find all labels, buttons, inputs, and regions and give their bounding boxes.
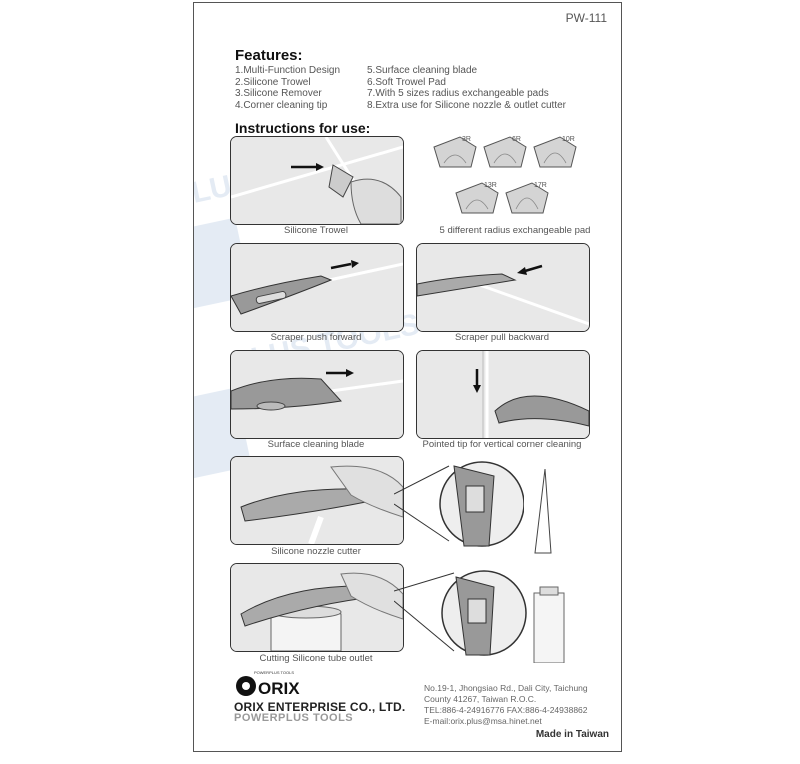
- pad-label: 10R: [562, 136, 575, 143]
- company-address: No.19-1, Jhongsiao Rd., Dali City, Taich…: [424, 683, 588, 727]
- surface-blade-illustration: [230, 350, 404, 439]
- trowel-illustration: [230, 136, 404, 225]
- feature-item: 8.Extra use for Silicone nozzle & outlet…: [367, 99, 566, 111]
- feature-item: 2.Silicone Trowel: [235, 76, 311, 88]
- instructions-heading: Instructions for use:: [235, 120, 371, 136]
- caption-trowel: Silicone Trowel: [284, 225, 348, 236]
- nozzle-cutter-illustration: [230, 456, 404, 545]
- instruction-sheet: PLUS TOOLS PLUS TOOLS PW-111 Features: 1…: [193, 2, 622, 752]
- feature-item: 1.Multi-Function Design: [235, 65, 341, 76]
- caption-corner: Pointed tip for vertical corner cleaning: [422, 439, 582, 450]
- features-heading: Features:: [235, 47, 303, 64]
- caption-push: Scraper push forward: [270, 332, 362, 343]
- pull-backward-illustration: [416, 243, 590, 332]
- caption-pull: Scraper pull backward: [455, 332, 549, 343]
- logo-small-text: POWERPLUS TOOLS: [254, 670, 294, 675]
- caption-pads: 5 different radius exchangeable pad: [439, 225, 591, 236]
- feature-item: 6.Soft Trowel Pad: [367, 76, 446, 88]
- pad-label: 17R: [534, 182, 547, 189]
- address-line: County 41267, Taiwan R.O.C.: [424, 694, 537, 704]
- made-in-label: Made in Taiwan: [535, 729, 609, 740]
- pad-6r-icon: [483, 136, 527, 168]
- nozzle-tip-illustration: [534, 468, 552, 554]
- feature-item: 7.With 5 sizes radius exchangeable pads: [367, 88, 549, 99]
- feature-item: 3.Silicone Remover: [235, 88, 322, 99]
- tube-outlet-illustration: [230, 563, 404, 652]
- caption-outlet: Cutting Silicone tube outlet: [259, 653, 373, 664]
- features-left-list: 1.Multi-Function Design 2.Silicone Trowe…: [235, 65, 340, 111]
- address-line: No.19-1, Jhongsiao Rd., Dali City, Taich…: [424, 683, 588, 693]
- pads-illustration: 3R 6R 10R 13R 17R: [433, 136, 577, 214]
- pad-label: 3R: [462, 136, 471, 143]
- pad-label: 6R: [512, 136, 521, 143]
- pad-label: 13R: [484, 182, 497, 189]
- push-forward-illustration: [230, 243, 404, 332]
- pad-3r-icon: [433, 136, 477, 168]
- caption-nozzle: Silicone nozzle cutter: [271, 546, 361, 557]
- corner-cleaning-illustration: [416, 350, 590, 439]
- features-right-list: 5.Surface cleaning blade 6.Soft Trowel P…: [367, 65, 566, 111]
- pad-10r-icon: [533, 136, 577, 168]
- pad-13r-icon: [455, 182, 499, 214]
- outlet-zoom-illustration: [394, 570, 565, 663]
- address-line: E-mail:orix.plus@msa.hinet.net: [424, 716, 542, 726]
- orix-logo: POWERPLUS TOOLS ORIX: [236, 670, 300, 698]
- logo-main-text: ORIX: [258, 679, 300, 698]
- nozzle-zoom-illustration: [394, 461, 524, 547]
- feature-item: 5.Surface cleaning blade: [367, 65, 478, 76]
- company-subname: POWERPLUS TOOLS: [234, 712, 354, 724]
- address-line: TEL:886-4-24916776 FAX:886-4-24938862: [424, 705, 588, 715]
- model-number: PW-111: [565, 11, 607, 25]
- caption-surface: Surface cleaning blade: [267, 439, 365, 450]
- feature-item: 4.Corner cleaning tip: [235, 99, 328, 111]
- company-name: ORIX ENTERPRISE CO., LTD.: [234, 700, 406, 714]
